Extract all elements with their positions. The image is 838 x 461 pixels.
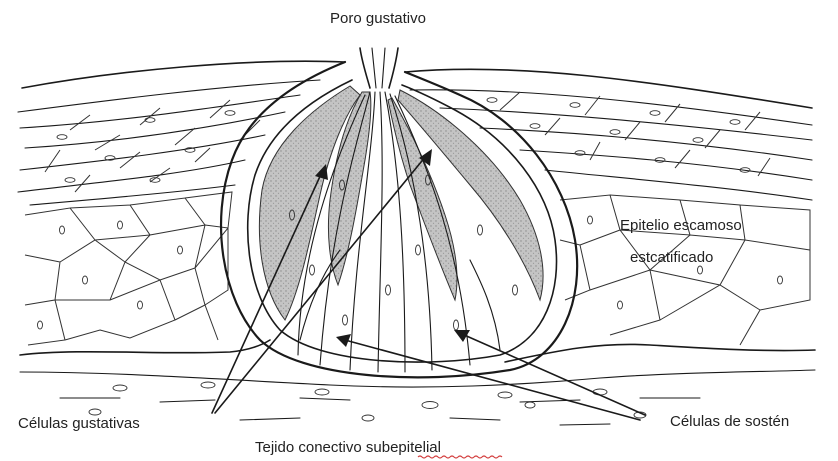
label-celulas-gustativas: Células gustativas bbox=[18, 415, 140, 432]
label-tejido-part1: Tejido conectivo bbox=[255, 439, 366, 456]
label-epitelio-line2: estcatificado bbox=[630, 249, 713, 266]
spellcheck-underline bbox=[418, 456, 502, 458]
label-tejido-part2: subepitelial bbox=[366, 439, 441, 456]
label-poro-gustativo: Poro gustativo bbox=[330, 10, 426, 27]
right-epithelium bbox=[405, 69, 812, 345]
label-celulas-sosten: Células de sostén bbox=[670, 413, 789, 430]
taste-bud bbox=[221, 48, 577, 377]
label-tejido-conectivo: Tejido conectivo subepitelial bbox=[255, 439, 441, 456]
label-epitelio-line1: Epitelio escamoso bbox=[620, 217, 742, 234]
